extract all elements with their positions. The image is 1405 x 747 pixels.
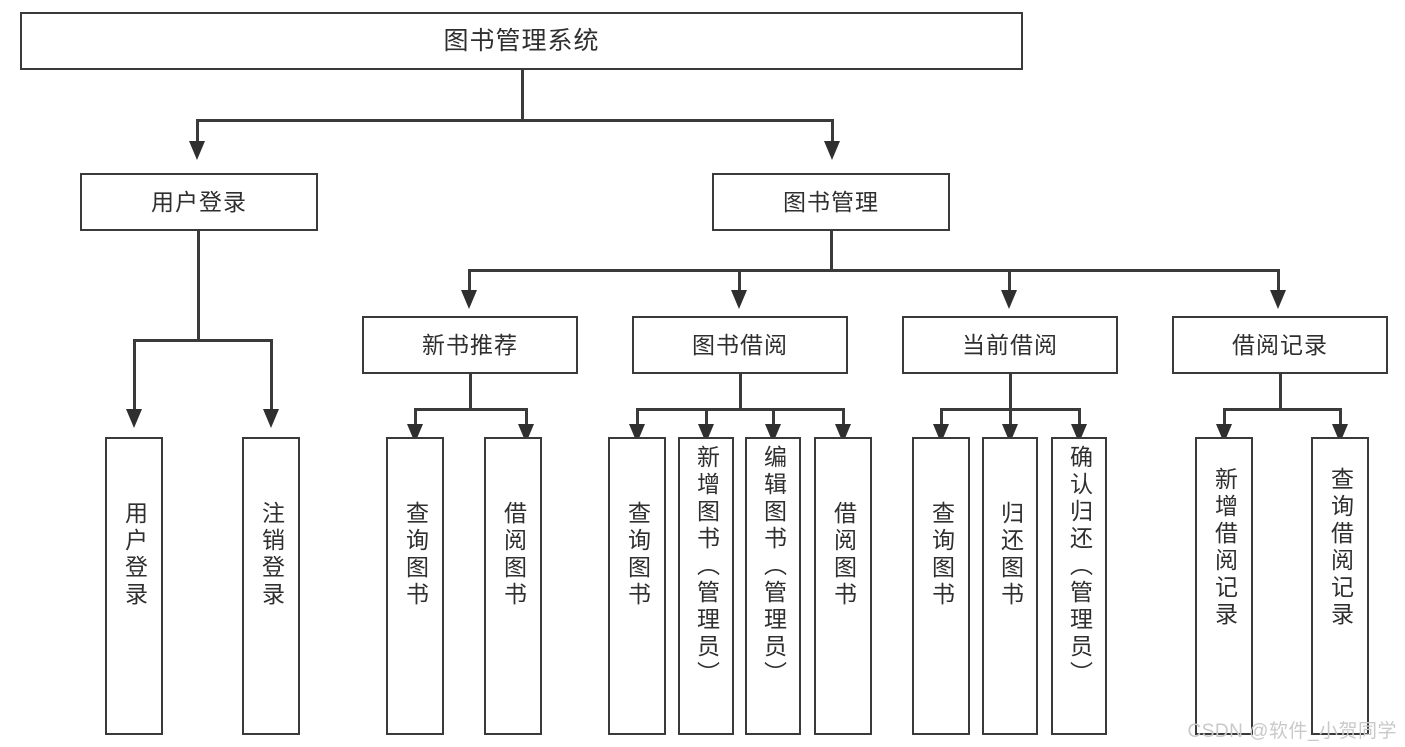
leaf-query-book-1[interactable]: 查询图书 <box>386 437 444 735</box>
leaf-query-book-3[interactable]: 查询图书 <box>912 437 970 735</box>
connector-drop-leaf-query-record <box>1339 408 1342 426</box>
connector-drop-leaf-query-book-3 <box>940 408 943 426</box>
node-book-borrow[interactable]: 图书借阅 <box>632 316 848 374</box>
leaf-query-book-2-label: 查询图书 <box>624 501 651 609</box>
leaf-logout-login-label: 注销登录 <box>258 501 285 609</box>
arrowhead-book-borrow <box>731 290 747 309</box>
connector-level1-bus <box>196 119 834 122</box>
connector-book-manage-stem <box>830 231 833 271</box>
connector-drop-leaf-borrow-book-2 <box>842 408 845 426</box>
connector-drop-book-borrow <box>738 269 741 292</box>
node-current-borrow[interactable]: 当前借阅 <box>902 316 1118 374</box>
leaf-borrow-book-1[interactable]: 借阅图书 <box>484 437 542 735</box>
connector-drop-current-borrow <box>1008 269 1011 292</box>
connector-new-book-recommend-bus <box>414 408 527 411</box>
connector-drop-leaf-query-book-2 <box>636 408 639 426</box>
connector-drop-new-book-recommend <box>468 269 471 292</box>
leaf-add-record[interactable]: 新增借阅记录 <box>1195 437 1253 735</box>
connector-drop-leaf-logout-login <box>270 339 273 411</box>
csdn-watermark: CSDN @软件_小贺同学 <box>1187 721 1397 742</box>
leaf-query-book-3-label: 查询图书 <box>928 501 955 609</box>
connector-drop-borrow-record <box>1277 269 1280 292</box>
leaf-return-book[interactable]: 归还图书 <box>982 437 1038 735</box>
connector-drop-leaf-confirm-return <box>1078 408 1081 426</box>
leaf-user-login[interactable]: 用户登录 <box>105 437 163 735</box>
connector-drop-leaf-borrow-book-1 <box>525 408 528 426</box>
leaf-confirm-return-label: 确认归还（管理员） <box>1066 445 1093 688</box>
leaf-add-book[interactable]: 新增图书（管理员） <box>678 437 734 735</box>
leaf-logout-login[interactable]: 注销登录 <box>242 437 300 735</box>
leaf-query-record-label: 查询借阅记录 <box>1327 467 1354 629</box>
connector-drop-leaf-add-book <box>705 408 708 426</box>
connector-root-stem <box>521 70 524 120</box>
connector-drop-leaf-user-login <box>133 339 136 411</box>
node-new-book-recommend[interactable]: 新书推荐 <box>362 316 578 374</box>
arrowhead-book-manage <box>824 141 840 160</box>
connector-borrow-record-stem <box>1279 374 1282 410</box>
connector-drop-leaf-query-book-1 <box>414 408 417 426</box>
arrowhead-current-borrow <box>1001 290 1017 309</box>
connector-drop-leaf-return-book <box>1009 408 1012 426</box>
node-book-manage-label: 图书管理 <box>783 188 879 215</box>
connector-book-borrow-stem <box>739 374 742 410</box>
node-user-login-label: 用户登录 <box>151 188 247 215</box>
leaf-edit-book-label: 编辑图书（管理员） <box>760 445 787 688</box>
leaf-edit-book[interactable]: 编辑图书（管理员） <box>745 437 801 735</box>
node-book-borrow-label: 图书借阅 <box>692 331 788 358</box>
arrowhead-leaf-user-login <box>126 409 142 428</box>
leaf-query-book-2[interactable]: 查询图书 <box>608 437 666 735</box>
connector-current-borrow-stem <box>1009 374 1012 410</box>
connector-user-login-bus <box>133 339 272 342</box>
arrowhead-borrow-record <box>1270 290 1286 309</box>
arrowhead-leaf-logout-login <box>263 409 279 428</box>
leaf-query-record[interactable]: 查询借阅记录 <box>1311 437 1369 735</box>
connector-new-book-recommend-stem <box>469 374 472 410</box>
leaf-return-book-label: 归还图书 <box>997 501 1024 609</box>
leaf-add-record-label: 新增借阅记录 <box>1211 467 1238 629</box>
node-root-system[interactable]: 图书管理系统 <box>20 12 1023 70</box>
node-borrow-record[interactable]: 借阅记录 <box>1172 316 1388 374</box>
connector-book-borrow-bus <box>636 408 844 411</box>
leaf-user-login-label: 用户登录 <box>121 501 148 609</box>
node-current-borrow-label: 当前借阅 <box>962 331 1058 358</box>
connector-drop-book-manage <box>831 119 834 143</box>
node-user-login[interactable]: 用户登录 <box>80 173 318 231</box>
node-new-book-recommend-label: 新书推荐 <box>422 331 518 358</box>
node-root-label: 图书管理系统 <box>443 26 600 55</box>
arrowhead-user-login <box>189 141 205 160</box>
leaf-confirm-return[interactable]: 确认归还（管理员） <box>1051 437 1107 735</box>
connector-drop-leaf-add-record <box>1223 408 1226 426</box>
connector-user-login-stem <box>197 231 200 341</box>
leaf-query-book-1-label: 查询图书 <box>402 501 429 609</box>
leaf-borrow-book-1-label: 借阅图书 <box>500 501 527 609</box>
arrowhead-new-book-recommend <box>461 290 477 309</box>
leaf-borrow-book-2-label: 借阅图书 <box>830 501 857 609</box>
connector-level2-bus <box>468 269 1279 272</box>
node-borrow-record-label: 借阅记录 <box>1232 331 1328 358</box>
connector-drop-user-login <box>196 119 199 143</box>
connector-drop-leaf-edit-book <box>772 408 775 426</box>
connector-borrow-record-bus <box>1223 408 1341 411</box>
node-book-manage[interactable]: 图书管理 <box>712 173 950 231</box>
leaf-borrow-book-2[interactable]: 借阅图书 <box>814 437 872 735</box>
leaf-add-book-label: 新增图书（管理员） <box>693 445 720 688</box>
